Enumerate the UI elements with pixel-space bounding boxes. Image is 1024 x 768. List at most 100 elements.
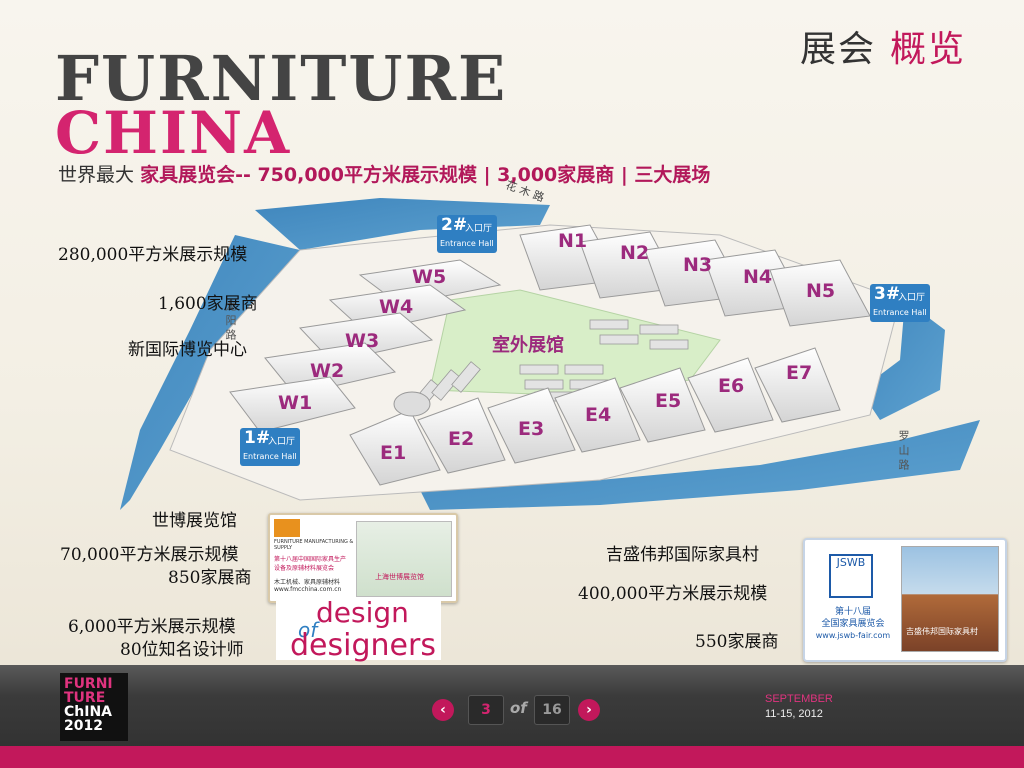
fmc-ad-text: FURNITURE MANUFACTURING & SUPPLY 第十八届中国国… [274, 519, 354, 597]
pagination: ‹ 3 of 16 › [432, 695, 612, 727]
water-east [860, 300, 945, 420]
page-total: 16 [534, 695, 570, 725]
page-of-label: of [510, 699, 527, 717]
hall-n1[interactable]: N1 [558, 230, 588, 252]
flogo-line4: 2012 [64, 718, 103, 734]
event-date: SEPTEMBER 11-15, 2012 [765, 693, 833, 720]
hall-e1[interactable]: E1 [380, 442, 407, 464]
entrance-1-en: Entrance Hall [243, 452, 297, 461]
fmc-line2: 第十八届中国国际家具生产 [274, 556, 347, 563]
footer-bar: FURNI TURE ChINA 2012 ‹ 3 of 16 › SEPTEM… [0, 665, 1024, 768]
tagline: 世界最大 家具展览会-- 750,000平方米展示规模 | 3,000家展商 |… [58, 160, 710, 187]
title-part1: 展会 [799, 29, 876, 70]
hall-w5[interactable]: W5 [412, 266, 447, 288]
dod-line3: designers [290, 628, 436, 663]
venue2-exhibitors: 850家展商 [168, 568, 252, 588]
tagline-stats: 家具展览会-- 750,000平方米展示规模 | 3,000家展商 | 三大展场 [140, 164, 711, 186]
exhibition-map [120, 198, 980, 510]
prev-icon: ‹ [440, 702, 446, 718]
hall-n2[interactable]: N2 [620, 242, 650, 264]
entrance-1-cn: 入口厅 [268, 437, 296, 447]
event-month: SEPTEMBER [765, 693, 833, 705]
hall-e7[interactable]: E7 [786, 362, 813, 384]
fmc-logo-icon [274, 519, 300, 537]
entrance-2-en: Entrance Hall [440, 239, 494, 248]
west-halls [229, 259, 502, 433]
east-halls [349, 347, 841, 486]
jswb-line3: www.jswb-fair.com [815, 631, 891, 640]
fmc-line1: FURNITURE MANUFACTURING & SUPPLY [274, 539, 354, 551]
tagline-lead: 世界最大 [58, 164, 135, 186]
entrance-3-badge[interactable]: 3# 入口厅 Entrance Hall [870, 284, 930, 322]
flogo-line2: TURE [64, 690, 106, 706]
venue3-designers: 80位知名设计师 [120, 640, 244, 660]
outdoor-label: 室外展馆 [492, 335, 564, 356]
event-days: 11-15, 2012 [765, 708, 823, 720]
hall-n4[interactable]: N4 [743, 266, 773, 288]
venue2-name: 世博展览馆 [152, 511, 237, 531]
footer-accent-bar [0, 746, 1024, 768]
entrance-1-badge[interactable]: 1# 入口厅 Entrance Hall [240, 428, 300, 466]
next-icon: › [586, 702, 592, 718]
next-page-button[interactable]: › [578, 699, 600, 721]
expo-photo-label: 上海世博展览馆 [375, 573, 424, 581]
entrance-3-num: 3# [874, 284, 901, 304]
entrance-2-num: 2# [441, 215, 468, 235]
venue3-area: 6,000平方米展示规模 [68, 617, 236, 637]
hall-w4[interactable]: W4 [379, 296, 414, 318]
entrance-3-en: Entrance Hall [873, 308, 927, 317]
venue4-exhibitors: 550家展商 [695, 632, 779, 652]
venue1-name: 新国际博览中心 [128, 340, 247, 360]
hall-e4[interactable]: E4 [585, 404, 612, 426]
hall-e6[interactable]: E6 [718, 375, 745, 397]
dod-line2: of [298, 618, 318, 642]
jswb-ad-text: 第十八届 全国家具展览会 www.jswb-fair.com [813, 606, 893, 642]
title-part2: 概览 [889, 29, 966, 70]
design-of-designers-logo: design of designers [276, 596, 441, 663]
north-halls [519, 224, 871, 327]
slide: 展会概览 FURNITURE CHINA 世界最大 家具展览会-- 750,00… [0, 0, 1024, 665]
road-right: 罗 山 路 [897, 430, 910, 470]
entrance-2-cn: 入口厅 [465, 224, 493, 234]
jswb-line1: 第十八届 [834, 607, 871, 617]
fmc-line5: www.fmcchina.com.cn [274, 586, 342, 593]
brand-line1: FURNITURE [55, 42, 508, 115]
jswb-ad[interactable]: JSWB 第十八届 全国家具展览会 www.jswb-fair.com 吉盛伟邦… [803, 538, 1007, 662]
jswb-logo: JSWB [829, 554, 873, 598]
outdoor-halls [411, 319, 689, 411]
hall-e3[interactable]: E3 [518, 418, 545, 440]
water-north [255, 198, 550, 250]
hall-e5[interactable]: E5 [655, 390, 682, 412]
entrance-2-badge[interactable]: 2# 入口厅 Entrance Hall [437, 215, 497, 253]
expo-photo: 上海世博展览馆 [356, 521, 452, 597]
furniture-china-logo: FURNI TURE ChINA 2012 [60, 673, 128, 741]
venue1-area: 280,000平方米展示规模 [58, 245, 248, 265]
fmc-ad[interactable]: FURNITURE MANUFACTURING & SUPPLY 第十八届中国国… [268, 513, 458, 603]
brand-line2: CHINA [55, 99, 292, 167]
dod-line1: design [316, 596, 409, 629]
water-south [420, 420, 980, 510]
venue4-name: 吉盛伟邦国际家具村 [606, 545, 759, 565]
venue2-area: 70,000平方米展示规模 [60, 545, 239, 565]
hall-w2[interactable]: W2 [310, 360, 345, 382]
hall-w1[interactable]: W1 [278, 392, 313, 414]
flogo-line1: FURNI [64, 676, 113, 692]
jswb-photo-label: 吉盛伟邦国际家具村 [906, 627, 978, 636]
flogo-line3: ChINA [64, 704, 113, 720]
entrance-1-num: 1# [244, 428, 271, 448]
page-title: 展会概览 [800, 20, 966, 72]
road-left: 龙 阳 路 [224, 300, 237, 340]
page-current[interactable]: 3 [468, 695, 504, 725]
fmc-line4: 木工机械、家具原辅材料 [274, 579, 341, 586]
fmc-line3: 设备及原辅材料展览会 [274, 565, 335, 572]
venue1-exhibitors: 1,600家展商 [158, 294, 258, 314]
round-pavilion [393, 391, 431, 417]
jswb-photo: 吉盛伟邦国际家具村 [901, 546, 999, 652]
entrance-3-cn: 入口厅 [898, 293, 926, 303]
prev-page-button[interactable]: ‹ [432, 699, 454, 721]
hall-n5[interactable]: N5 [806, 280, 836, 302]
hall-w3[interactable]: W3 [345, 330, 380, 352]
hall-n3[interactable]: N3 [683, 254, 713, 276]
hall-e2[interactable]: E2 [448, 428, 475, 450]
jswb-line2: 全国家具展览会 [821, 619, 885, 629]
